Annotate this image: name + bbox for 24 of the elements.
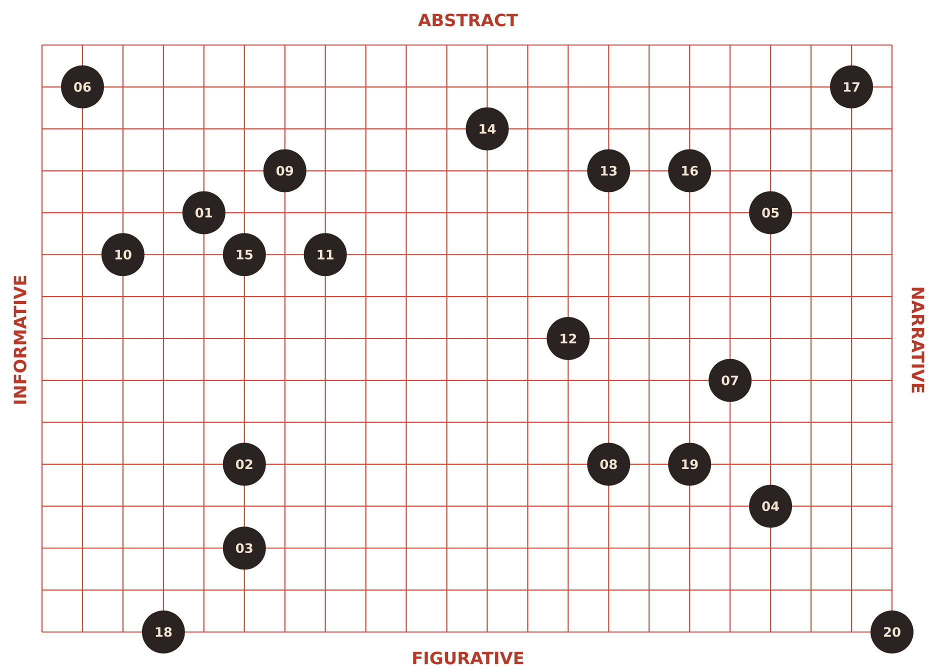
number-badge: 05 <box>749 191 792 234</box>
number-badge: 16 <box>668 149 712 192</box>
axis-label: FIGURATIVE <box>413 652 524 664</box>
number-badge: 02 <box>222 442 266 486</box>
number-badge: 15 <box>222 233 266 276</box>
number-badge: 17 <box>830 65 874 108</box>
number-badge: 11 <box>304 233 347 276</box>
number-badge: 20 <box>870 610 914 654</box>
number-badge: 10 <box>101 233 144 276</box>
number-badge: 14 <box>466 107 509 150</box>
number-badge: 09 <box>263 149 306 192</box>
number-badge: 12 <box>546 317 590 360</box>
number-badge: 08 <box>587 442 630 486</box>
number-badge: 13 <box>587 149 630 192</box>
number-badge: 03 <box>222 526 266 570</box>
axis-label: INFORMATIVE <box>14 276 26 404</box>
axis-label: NARRATIVE <box>912 288 924 393</box>
axis-label: ABSTRACT <box>418 14 518 26</box>
number-badge: 01 <box>182 191 226 234</box>
number-badge: 06 <box>61 65 104 108</box>
number-badge: 19 <box>668 442 712 486</box>
number-badge: 07 <box>708 358 752 402</box>
number-badge: 18 <box>142 610 185 654</box>
number-badge: 04 <box>749 484 792 528</box>
